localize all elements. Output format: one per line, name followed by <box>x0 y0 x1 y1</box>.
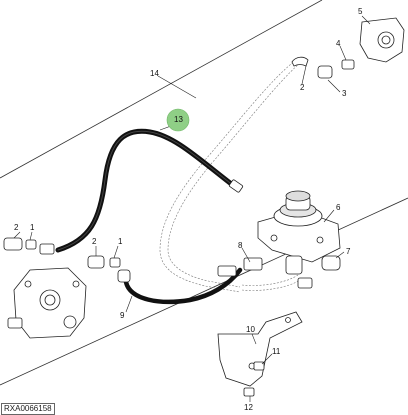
callout-6: 6 <box>336 203 341 212</box>
callout-10: 10 <box>246 325 255 334</box>
frame-line-bottom <box>0 197 408 386</box>
callout-2-left: 2 <box>14 223 19 232</box>
hose-13 <box>55 128 237 253</box>
ghost-pipe <box>159 59 301 293</box>
callout-14: 14 <box>150 69 159 78</box>
figure-id-label: RXA0066158 <box>1 403 55 415</box>
callout-13-highlight <box>166 108 190 132</box>
bracket <box>217 311 303 387</box>
callout-9: 9 <box>120 311 125 320</box>
callout-2-top: 2 <box>300 83 305 92</box>
callout-11: 11 <box>272 347 281 356</box>
valve-body <box>257 190 341 275</box>
callout-2-mid: 2 <box>92 237 97 246</box>
callout-1-left: 1 <box>30 223 35 232</box>
frame-line-top <box>0 0 323 179</box>
callout-1-mid: 1 <box>118 237 123 246</box>
pump-fittings <box>3 237 131 283</box>
hose-9 <box>123 267 243 305</box>
callout-8: 8 <box>238 241 243 250</box>
pump-assembly <box>7 267 87 339</box>
callout-7: 7 <box>346 247 351 256</box>
callout-3: 3 <box>342 89 347 98</box>
leader-lines <box>13 15 371 402</box>
callout-12: 12 <box>244 403 253 412</box>
bolt-11 <box>243 361 265 397</box>
callout-13: 13 <box>174 115 183 124</box>
callout-5: 5 <box>358 7 363 16</box>
valve-fittings <box>217 255 341 289</box>
callout-4: 4 <box>336 39 341 48</box>
coupler-assembly <box>291 17 405 79</box>
hose-13-end-fittings <box>39 179 244 255</box>
